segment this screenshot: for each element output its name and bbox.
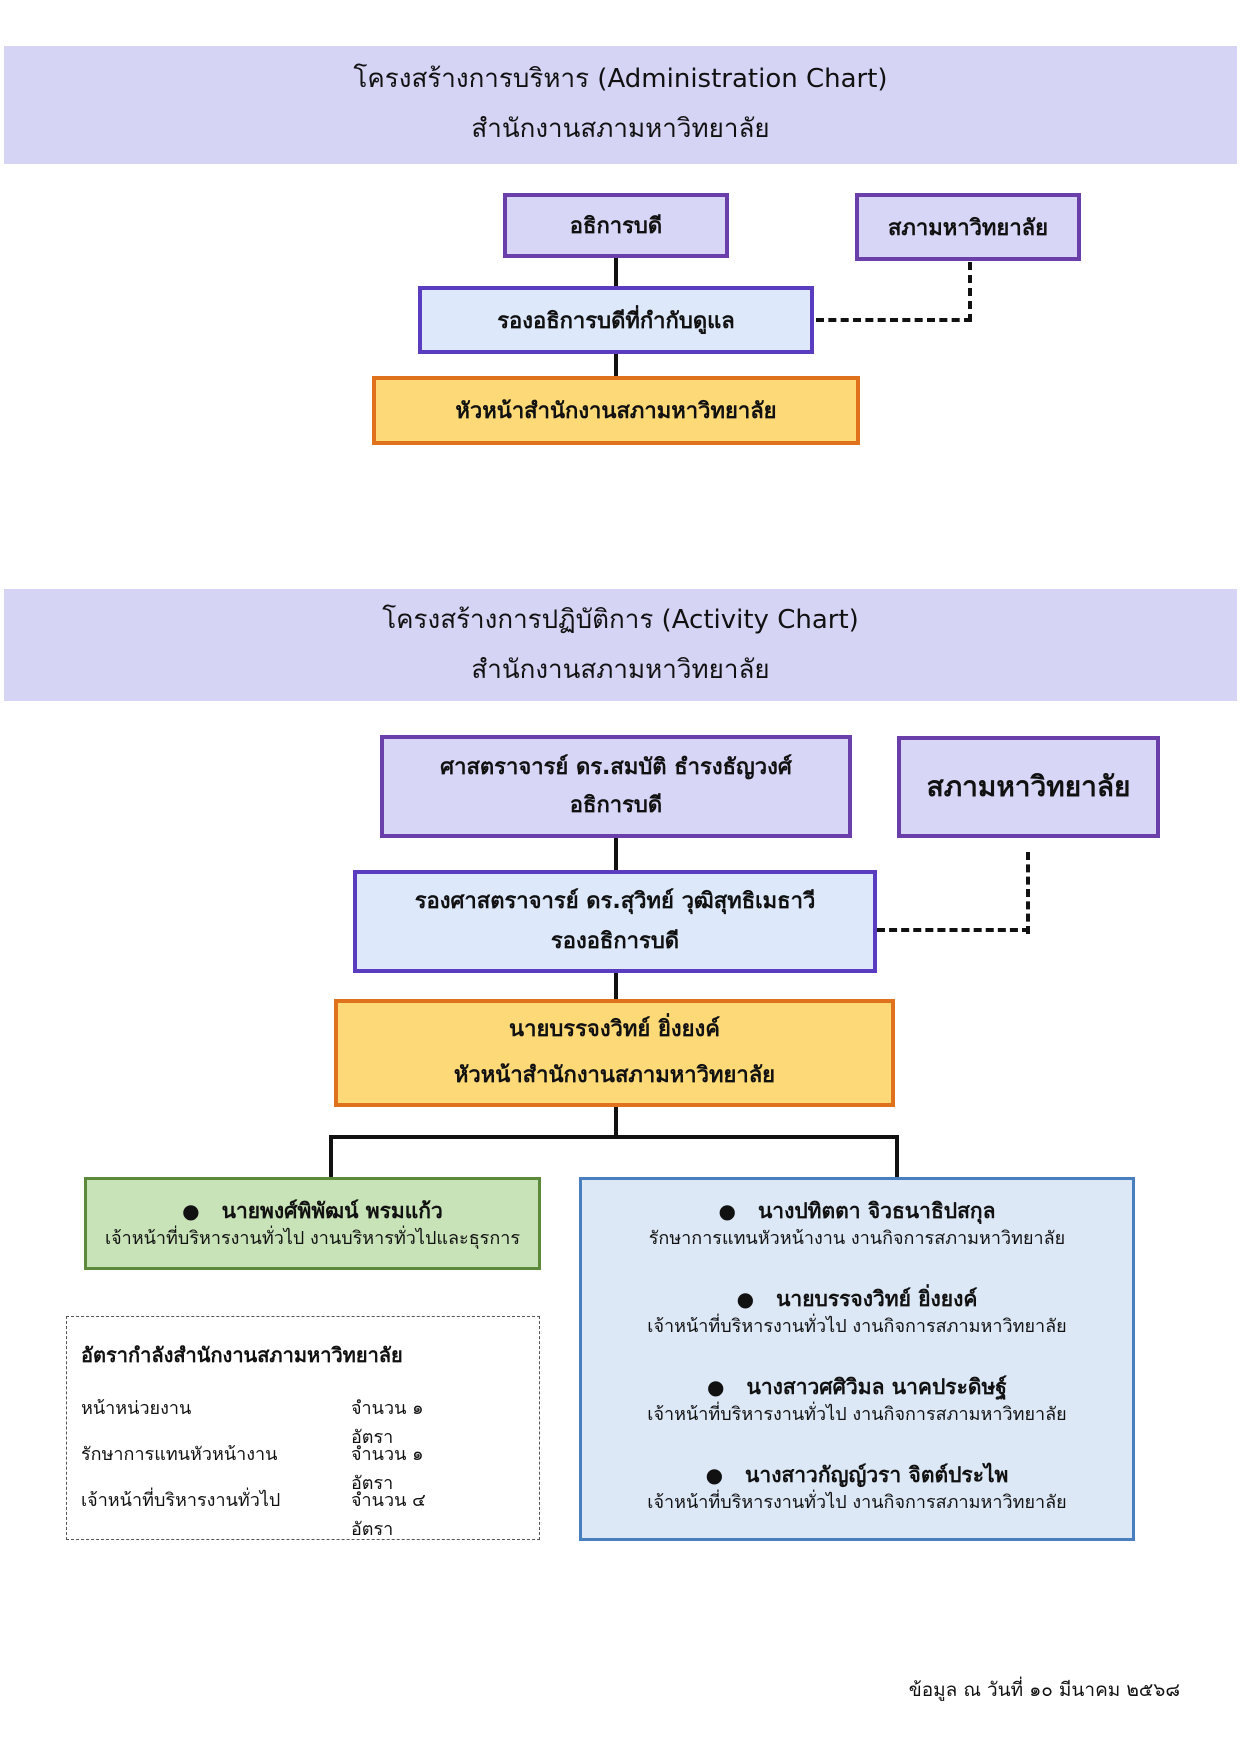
admin-vice-president-box: รองอธิการบดีที่กำกับดูแล — [418, 286, 814, 354]
person-name: นายบรรจงวิทย์ ยิ่งยงค์ — [776, 1287, 978, 1311]
activity-connector-2 — [614, 973, 618, 1001]
branch-connector-stem — [614, 1107, 618, 1137]
admin-office-head-box: หัวหน้าสำนักงานสภามหาวิทยาลัย — [372, 376, 860, 445]
branch-connector-right — [895, 1135, 899, 1178]
person-position: เจ้าหน้าที่บริหารงานทั่วไป งานกิจการสภาม… — [647, 1316, 1067, 1337]
activity-president-name: ศาสตราจารย์ ดร.สมบัติ ธำรงธัญวงศ์ — [440, 754, 792, 780]
admin-president-label: อธิการบดี — [569, 214, 663, 239]
bullet-icon: ● — [736, 1287, 755, 1311]
activity-council-dashed-v — [1026, 852, 1030, 934]
branch-connector-bar — [329, 1135, 899, 1139]
admin-unit-box: ● นายพงศ์พิพัฒน์ พรมแก้ว เจ้าหน้าที่บริหา… — [84, 1177, 541, 1270]
admin-vice-president-label: รองอธิการบดีที่กำกับดูแล — [497, 308, 735, 334]
admin-unit-person: ● นายพงศ์พิพัฒน์ พรมแก้ว เจ้าหน้าที่บริหา… — [87, 1196, 538, 1252]
person-name: นายพงศ์พิพัฒน์ พรมแก้ว — [221, 1199, 443, 1223]
activity-office-head-box: นายบรรจงวิทย์ ยิ่งยงค์ หัวหน้าสำนักงานสภ… — [334, 999, 895, 1107]
activity-president-box: ศาสตราจารย์ ดร.สมบัติ ธำรงธัญวงศ์ อธิการ… — [380, 735, 852, 838]
person-name: นางสาวกัญญ์วรา จิตต์ประไพ — [745, 1463, 1009, 1487]
person-name: นางสาวศศิวิมล นาคประดิษฐ์ — [746, 1375, 1007, 1399]
staffing-box: อัตรากำลังสำนักงานสภามหาวิทยาลัย หน้าหน่… — [66, 1316, 540, 1540]
admin-office-head-label: หัวหน้าสำนักงานสภามหาวิทยาลัย — [455, 399, 777, 424]
person-position: เจ้าหน้าที่บริหารงานทั่วไป งานกิจการสภาม… — [647, 1404, 1067, 1425]
staffing-row: หน้าหน่วยงาน จำนวน ๑ อัตรา — [81, 1393, 461, 1448]
admin-chart-header: โครงสร้างการบริหาร (Administration Chart… — [4, 46, 1237, 164]
person-position: รักษาการแทนหัวหน้างาน งานกิจการสภามหาวิท… — [648, 1228, 1066, 1249]
activity-council-dashed-h — [877, 928, 1030, 932]
activity-office-head-name: นายบรรจงวิทย์ ยิ่งยงค์ — [509, 1017, 720, 1042]
activity-vice-president-name: รองศาสตราจารย์ ดร.สุวิทย์ วุฒิสุทธิเมธาว… — [414, 888, 816, 914]
council-affairs-person: ● นายบรรจงวิทย์ ยิ่งยงค์ เจ้าหน้าที่บริหา… — [582, 1284, 1132, 1372]
activity-vice-president-box: รองศาสตราจารย์ ดร.สุวิทย์ วุฒิสุทธิเมธาว… — [353, 870, 877, 973]
staffing-row-count: จำนวน ๑ อัตรา — [351, 1444, 424, 1494]
bullet-icon: ● — [707, 1375, 725, 1399]
staffing-row-label: เจ้าหน้าที่บริหารงานทั่วไป — [81, 1490, 281, 1511]
admin-council-dashed-v — [968, 262, 972, 322]
activity-council-box: สภามหาวิทยาลัย — [897, 736, 1160, 838]
bullet-icon: ● — [718, 1199, 736, 1223]
admin-connector-2 — [614, 354, 618, 378]
staffing-row-count: จำนวน ๔ อัตรา — [351, 1490, 426, 1540]
admin-chart-title: โครงสร้างการบริหาร (Administration Chart… — [353, 64, 888, 94]
activity-vice-president-position: รองอธิการบดี — [550, 928, 680, 954]
activity-chart-header: โครงสร้างการปฏิบัติการ (Activity Chart) … — [4, 589, 1237, 701]
person-position: เจ้าหน้าที่บริหารงานทั่วไป งานบริหารทั่ว… — [104, 1228, 521, 1249]
admin-council-label: สภามหาวิทยาลัย — [887, 215, 1049, 241]
council-affairs-person: ● นางปทิตตา จิวธนาธิปสกุล รักษาการแทนหัวห… — [582, 1196, 1132, 1284]
admin-council-box: สภามหาวิทยาลัย — [855, 193, 1081, 261]
bullet-icon: ● — [705, 1463, 724, 1487]
activity-chart-subtitle: สำนักงานสภามหาวิทยาลัย — [471, 655, 770, 685]
council-affairs-unit-box: ● นางปทิตตา จิวธนาธิปสกุล รักษาการแทนหัวห… — [579, 1177, 1135, 1541]
admin-president-box: อธิการบดี — [503, 193, 729, 258]
council-affairs-person: ● นางสาวศศิวิมล นาคประดิษฐ์ เจ้าหน้าที่บร… — [582, 1372, 1132, 1460]
staffing-row-label: หน้าหน่วยงาน — [81, 1398, 192, 1419]
admin-council-dashed-h — [816, 318, 972, 322]
staffing-title: อัตรากำลังสำนักงานสภามหาวิทยาลัย — [81, 1343, 403, 1367]
activity-council-label: สภามหาวิทยาลัย — [926, 770, 1131, 803]
activity-president-position: อธิการบดี — [569, 792, 663, 818]
activity-connector-1 — [614, 838, 618, 872]
person-position: เจ้าหน้าที่บริหารงานทั่วไป งานกิจการสภาม… — [647, 1492, 1067, 1513]
staffing-row: เจ้าหน้าที่บริหารงานทั่วไป จำนวน ๔ อัตรา — [81, 1485, 461, 1540]
admin-chart-subtitle: สำนักงานสภามหาวิทยาลัย — [471, 114, 770, 144]
data-date-footnote: ข้อมูล ณ วันที่ ๑๐ มีนาคม ๒๕๖๘ — [908, 1679, 1180, 1701]
staffing-row-label: รักษาการแทนหัวหน้างาน — [81, 1444, 278, 1465]
activity-chart-title: โครงสร้างการปฏิบัติการ (Activity Chart) — [382, 605, 859, 635]
activity-office-head-position: หัวหน้าสำนักงานสภามหาวิทยาลัย — [453, 1063, 776, 1088]
staffing-row: รักษาการแทนหัวหน้างาน จำนวน ๑ อัตรา — [81, 1439, 461, 1494]
person-name: นางปทิตตา จิวธนาธิปสกุล — [757, 1199, 996, 1223]
branch-connector-left — [329, 1135, 333, 1178]
staffing-row-count: จำนวน ๑ อัตรา — [351, 1398, 424, 1448]
council-affairs-person: ● นางสาวกัญญ์วรา จิตต์ประไพ เจ้าหน้าที่บร… — [582, 1460, 1132, 1548]
admin-connector-1 — [614, 258, 618, 288]
bullet-icon: ● — [182, 1199, 200, 1223]
